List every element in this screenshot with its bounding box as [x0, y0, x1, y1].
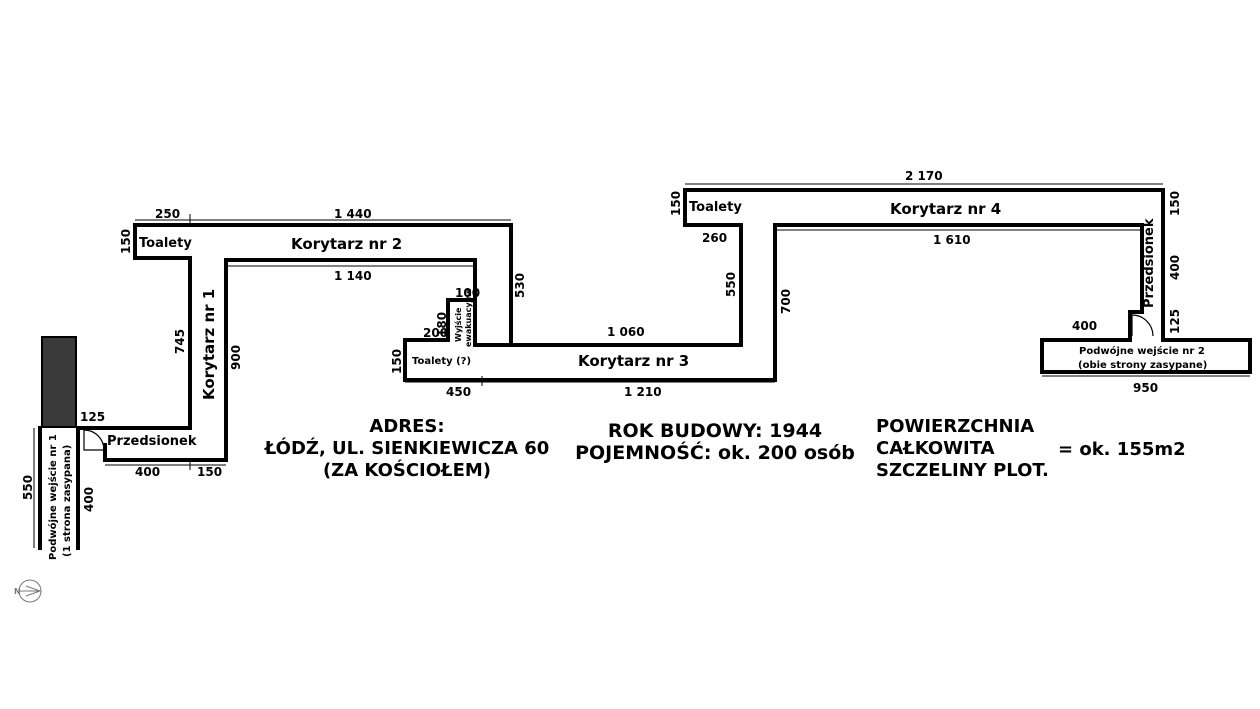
build-capacity-value: ok. 200 osób [718, 442, 855, 464]
wall-entrance2 [1040, 310, 1252, 374]
wall-vestibule-left [76, 426, 107, 550]
dim-125-right: 125 [1168, 309, 1182, 334]
label-corridor3: Korytarz nr 3 [578, 352, 689, 370]
door-swing-right-icon [1131, 314, 1154, 337]
dimension-lines [33, 183, 1250, 548]
dim-150-mid-toilets: 150 [390, 349, 404, 374]
dim-150-corridor4: 150 [1168, 191, 1182, 216]
dim-1140: 1 140 [334, 269, 372, 283]
label-toilets-left: Toalety [139, 236, 192, 251]
dim-260: 260 [702, 231, 727, 245]
rubble-block [41, 336, 77, 428]
label-toilets-mid: Toalety (?) [412, 356, 471, 367]
dim-1610: 1 610 [933, 233, 971, 247]
dim-400-entrance2: 400 [1072, 319, 1097, 333]
dim-125-left: 125 [80, 410, 105, 424]
dim-550-right: 550 [724, 272, 738, 297]
dim-2170: 2 170 [905, 169, 943, 183]
dim-900: 900 [229, 345, 243, 370]
area-line2: CAŁKOWITA [876, 438, 995, 459]
label-emergency-exit: Wyjście [453, 307, 463, 342]
dim-450: 450 [446, 385, 471, 399]
label-vestibule-right: Przedsionek [1142, 218, 1157, 308]
dim-180: 180 [435, 312, 449, 337]
dimension-labels: 250 1 440 150 1 140 745 900 530 100 180 … [21, 169, 1182, 512]
label-corridor1: Korytarz nr 1 [200, 289, 218, 400]
wall-toilets-left [133, 223, 513, 347]
label-entrance2-line2: (obie strony zasypane) [1078, 360, 1207, 371]
dim-150-bottom: 150 [197, 465, 222, 479]
door-swing-left-icon [83, 429, 105, 451]
label-corridor2: Korytarz nr 2 [291, 235, 402, 253]
dim-1440: 1 440 [334, 207, 372, 221]
wall-corridor2-inner [103, 256, 192, 430]
build-block: ROK BUDOWY: 1944 POJEMNOŚĆ: ok. 200 osób [570, 420, 860, 464]
wall-vestibule-bottom [103, 443, 228, 462]
area-line1: POWIERZCHNIA [876, 416, 1035, 437]
wall-corridor1-right [224, 258, 477, 462]
dim-550-left: 550 [21, 475, 35, 500]
dim-200: 200 [423, 326, 448, 340]
label-emergency-exit-2: ewakuacyjne [464, 288, 473, 347]
build-capacity-row: POJEMNOŚĆ: ok. 200 osób [570, 442, 860, 464]
label-vestibule-left: Przedsionek [107, 434, 197, 449]
dim-400-entrance1: 400 [82, 487, 96, 512]
dim-530: 530 [513, 273, 527, 298]
dim-1210: 1 210 [624, 385, 662, 399]
dim-745: 745 [173, 329, 187, 354]
address-block: ADRES: ŁÓDŹ, UL. SIENKIEWICZA 60 (ZA KOŚ… [262, 416, 552, 482]
dim-1060: 1 060 [607, 325, 645, 339]
build-year-row: ROK BUDOWY: 1944 [570, 420, 860, 442]
area-block: POWIERZCHNIA CAŁKOWITA SZCZELINY PLOT. [876, 416, 1049, 482]
label-toilets-right: Toalety [689, 200, 742, 215]
compass-label: N [14, 587, 21, 596]
area-line3: SZCZELINY PLOT. [876, 460, 1049, 481]
dim-400-vestibule-left: 400 [135, 465, 160, 479]
dim-400-vestibule-right: 400 [1168, 255, 1182, 280]
build-year-label: ROK BUDOWY: [607, 420, 763, 442]
label-entrance1-line1: Podwójne wejście nr 1 [47, 434, 59, 560]
dim-100: 100 [455, 286, 480, 300]
build-year-value: 1944 [769, 420, 823, 442]
dim-700: 700 [779, 289, 793, 314]
compass-icon: N [14, 579, 42, 603]
address-line2: (ZA KOŚCIOŁEM) [322, 460, 492, 481]
label-entrance1-line2: (1 strona zasypana) [62, 445, 73, 557]
label-entrance2-line1: Podwójne wejście nr 2 [1079, 345, 1205, 357]
dim-150-left-toilets: 150 [119, 229, 133, 254]
wall-exit-inner [473, 188, 1165, 347]
build-capacity-label: POJEMNOŚĆ: [575, 442, 712, 464]
address-line1: ŁÓDŹ, UL. SIENKIEWICZA 60 [264, 438, 550, 459]
area-value: = ok. 155m2 [1058, 439, 1186, 460]
address-label: ADRES: [369, 416, 445, 437]
dim-950: 950 [1133, 381, 1158, 395]
dim-150-right-toilets: 150 [669, 191, 683, 216]
walls [38, 188, 1252, 550]
wall-emergency-exit [403, 223, 1144, 382]
dim-250: 250 [155, 207, 180, 221]
label-corridor4: Korytarz nr 4 [890, 200, 1001, 218]
